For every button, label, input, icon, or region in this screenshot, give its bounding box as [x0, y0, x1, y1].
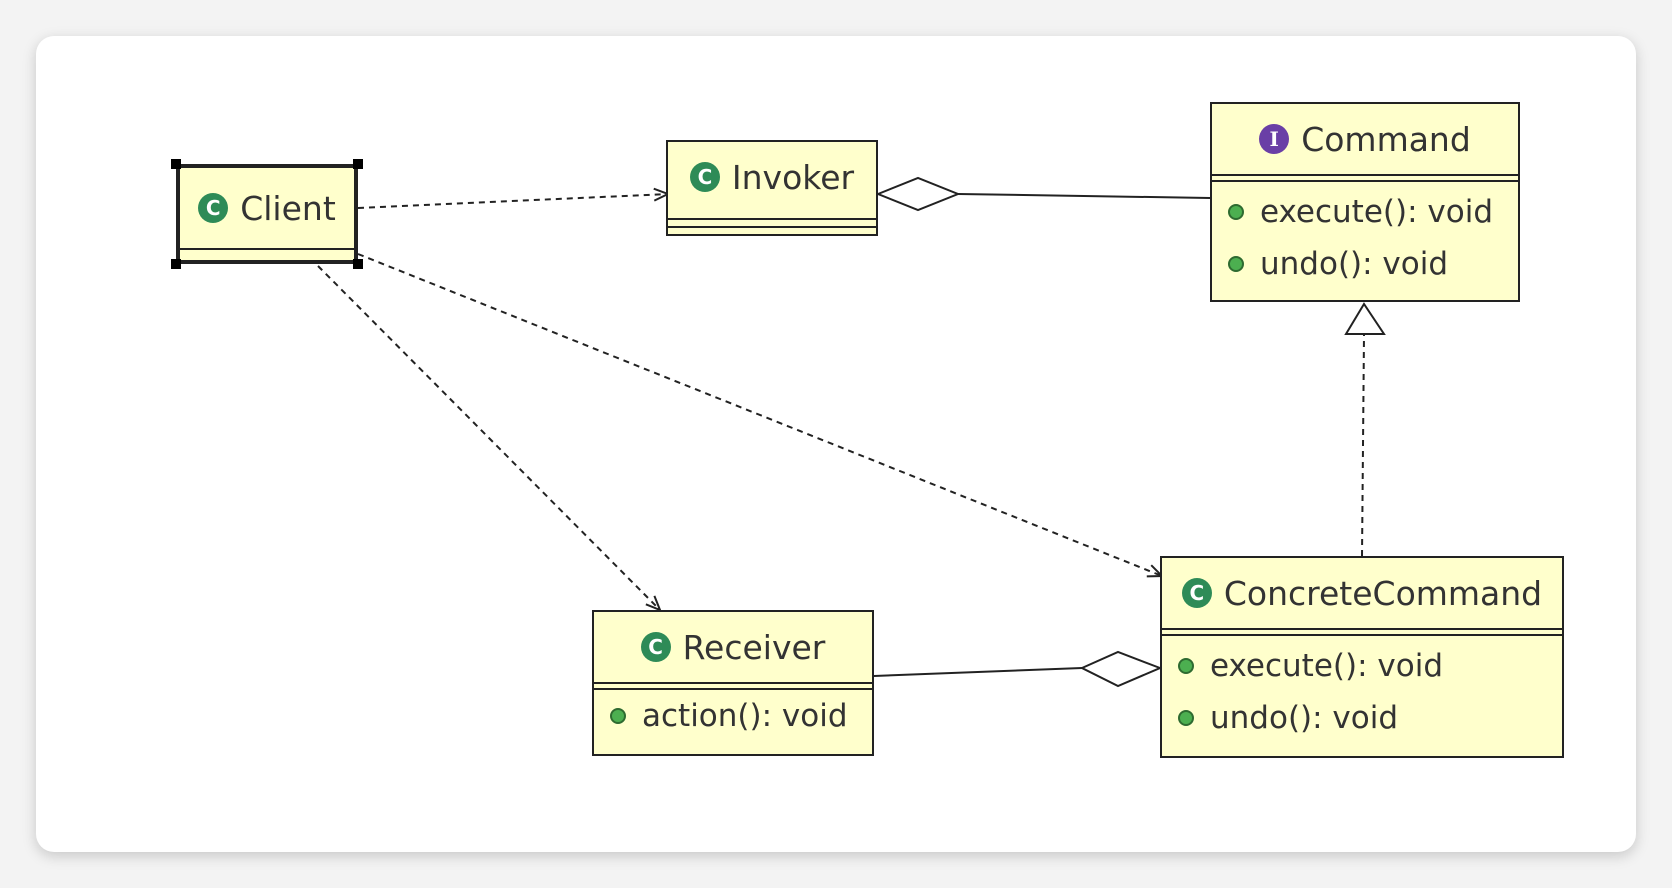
class-concrete-command[interactable]: C ConcreteCommand execute(): void undo()…: [1160, 556, 1564, 758]
public-method-icon: [1228, 256, 1244, 272]
selection-handle[interactable]: [353, 159, 363, 169]
class-receiver[interactable]: C Receiver action(): void: [592, 610, 874, 756]
class-client-header: C Client: [180, 168, 354, 248]
class-icon: C: [689, 162, 720, 192]
operations-list: action(): void: [594, 690, 872, 748]
aggregation-receiver-concrete-line: [873, 667, 1083, 677]
operation-item[interactable]: undo(): void: [1178, 692, 1562, 744]
public-method-icon: [1178, 658, 1194, 674]
class-separator: [1162, 628, 1562, 634]
aggregation-invoker-diamond: [875, 176, 961, 212]
operation-label: undo(): void: [1260, 246, 1449, 282]
dependency-client-receiver: [317, 265, 660, 610]
class-icon: C: [198, 193, 229, 223]
class-invoker-name: Invoker: [731, 157, 855, 197]
class-client-name: Client: [240, 188, 336, 228]
class-receiver-header: C Receiver: [594, 612, 872, 682]
selection-handle[interactable]: [353, 259, 363, 269]
operation-item[interactable]: action(): void: [610, 690, 872, 742]
operation-item[interactable]: execute(): void: [1178, 640, 1562, 692]
class-icon: C: [640, 632, 671, 662]
operations-list: execute(): void undo(): void: [1212, 182, 1518, 296]
class-separator: [668, 218, 876, 226]
dependency-client-invoker: [357, 194, 668, 209]
dependency-client-concrete: [357, 253, 1162, 576]
selection-handle[interactable]: [171, 259, 181, 269]
aggregation-invoker-command-line: [957, 193, 1211, 199]
interface-command-name: Command: [1301, 119, 1471, 159]
interface-command[interactable]: I Command execute(): void undo(): void: [1210, 102, 1520, 302]
interface-command-header: I Command: [1212, 104, 1518, 174]
realization-line: [1361, 333, 1365, 557]
class-separator: [594, 688, 872, 690]
operations-list: execute(): void undo(): void: [1162, 636, 1562, 750]
operation-label: undo(): void: [1210, 700, 1399, 736]
operation-label: action(): void: [642, 698, 848, 734]
class-concrete-command-name: ConcreteCommand: [1223, 573, 1543, 613]
public-method-icon: [610, 708, 626, 724]
class-client[interactable]: C Client: [171, 159, 363, 269]
interface-icon: I: [1259, 124, 1290, 154]
class-icon: C: [1181, 578, 1212, 608]
operation-item[interactable]: execute(): void: [1228, 186, 1518, 238]
operation-label: execute(): void: [1210, 648, 1443, 684]
class-invoker-header: C Invoker: [668, 142, 876, 212]
aggregation-concrete-diamond: [1079, 650, 1163, 688]
class-invoker[interactable]: C Invoker: [666, 140, 878, 236]
class-receiver-name: Receiver: [682, 627, 826, 667]
operation-item[interactable]: undo(): void: [1228, 238, 1518, 290]
public-method-icon: [1178, 710, 1194, 726]
class-separator: [1212, 174, 1518, 180]
class-separator: [1162, 634, 1562, 636]
class-separator: [1212, 180, 1518, 182]
selection-handle[interactable]: [171, 159, 181, 169]
class-concrete-command-header: C ConcreteCommand: [1162, 558, 1562, 628]
realization-triangle: [1344, 302, 1386, 335]
operation-label: execute(): void: [1260, 194, 1493, 230]
class-separator: [180, 248, 354, 256]
class-separator: [594, 682, 872, 688]
public-method-icon: [1228, 204, 1244, 220]
class-separator: [668, 226, 876, 228]
